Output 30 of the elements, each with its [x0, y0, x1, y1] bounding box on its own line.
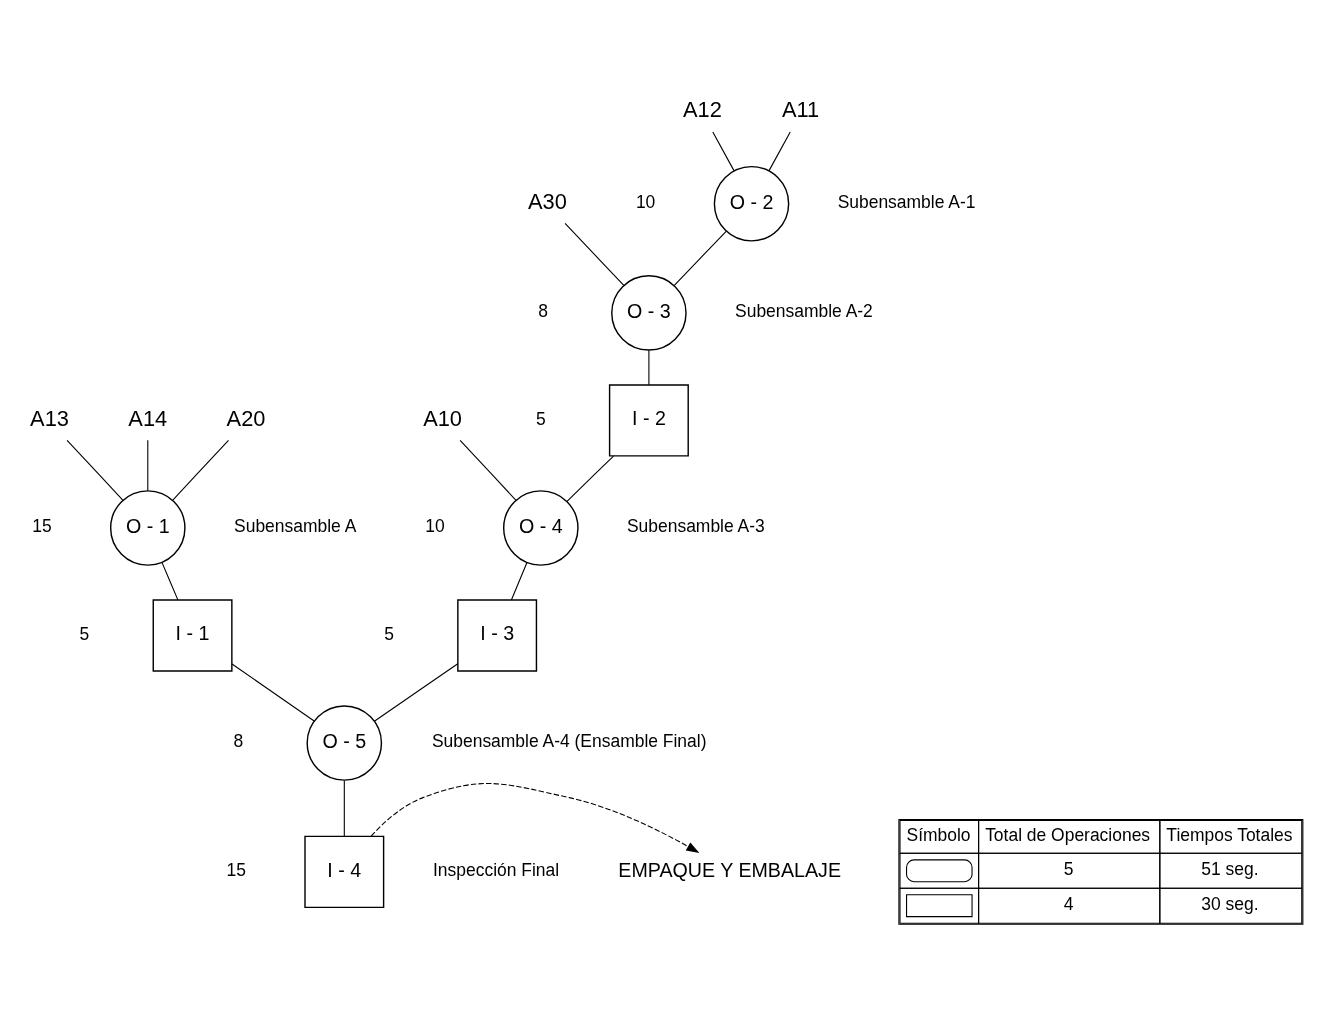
node-text: A13 — [30, 405, 69, 431]
node-text: A30 — [527, 189, 567, 215]
node-label: 5 — [535, 408, 546, 429]
node-label: 5 — [79, 623, 90, 644]
label: Símbolo — [906, 825, 971, 846]
node-label: 5 — [384, 623, 394, 644]
node-label: Subensamble A — [234, 516, 357, 537]
node-label: 10 — [425, 516, 445, 537]
node-label: Subensamble A-2 — [735, 301, 873, 322]
label: 51 seg. — [1201, 858, 1259, 879]
label: 30 seg. — [1201, 893, 1259, 914]
node-label: 10 — [635, 191, 656, 212]
node-label: Subensamble A-1 — [837, 191, 976, 212]
node-text: A10 — [423, 405, 462, 431]
node-text: EMPAQUE Y EMBALAJE — [618, 858, 842, 881]
node-label: Inspección Final — [432, 860, 560, 881]
node-label: Subensamble A-3 — [626, 516, 765, 537]
node-text: A20 — [226, 405, 266, 431]
label: 5 — [1063, 858, 1074, 879]
label: 4 — [1063, 893, 1074, 914]
node-label: 15 — [226, 860, 246, 881]
label: Tiempos Totales — [1166, 825, 1293, 846]
node-label: 8 — [233, 731, 244, 752]
label: Total de Operaciones — [985, 825, 1151, 846]
node-label: 15 — [32, 516, 52, 537]
node-label: Subensamble A-4 (Ensamble Final) — [431, 731, 707, 752]
node-text: A12 — [682, 97, 722, 123]
node-text: A14 — [128, 405, 168, 431]
node-label: 8 — [538, 301, 548, 322]
node-text: A11 — [782, 97, 820, 123]
